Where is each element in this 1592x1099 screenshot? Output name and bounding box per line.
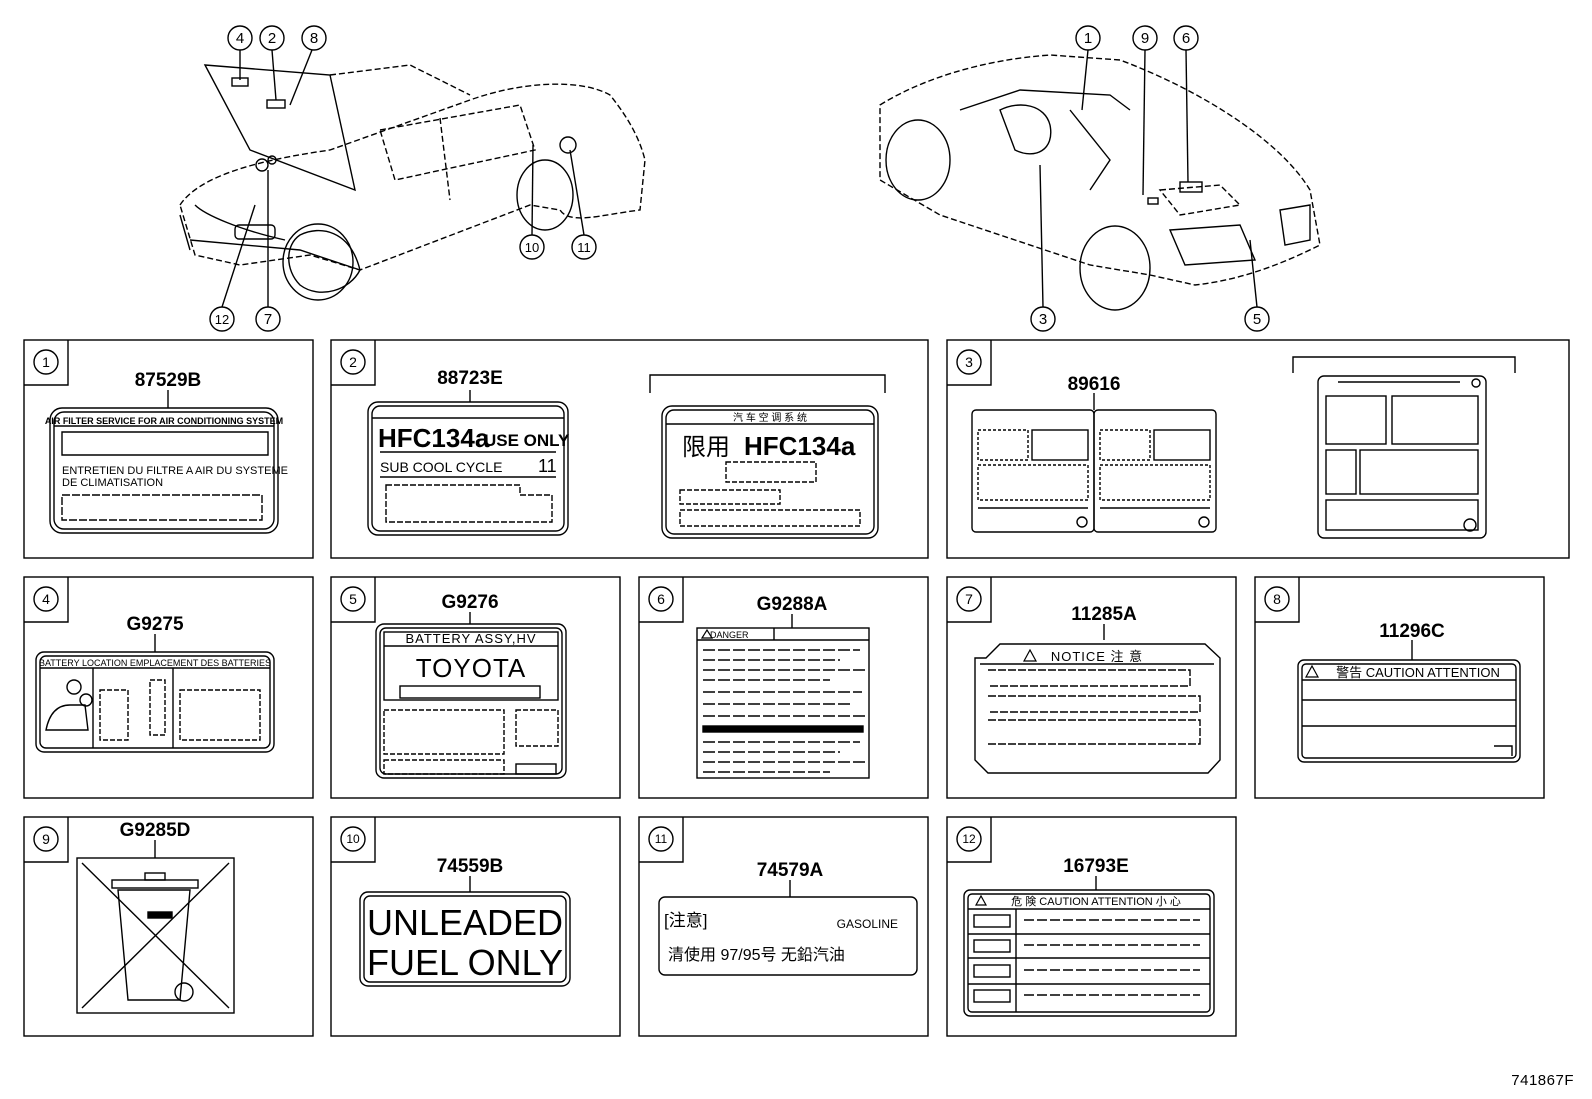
warning-triangle-icon xyxy=(1304,664,1320,678)
callout-7: 7 xyxy=(264,311,272,328)
p2-code: 11 xyxy=(538,456,557,476)
panel-num-7: 7 xyxy=(965,591,973,607)
p6-header: DANGER xyxy=(710,630,749,640)
p10-line1: UNLEADED xyxy=(367,902,563,943)
warning-icons xyxy=(700,628,1320,906)
label-74559B xyxy=(359,876,571,987)
p5-header: BATTERY ASSY,HV xyxy=(405,631,536,646)
label-88723E xyxy=(367,374,886,539)
panel-num-6: 6 xyxy=(657,591,665,607)
label-87529B xyxy=(49,390,279,534)
callout-2: 2 xyxy=(268,30,276,47)
p2-main: HFC134a xyxy=(378,423,490,453)
label-G9275 xyxy=(35,634,275,753)
label-74579A xyxy=(658,880,918,976)
label-G9285D xyxy=(76,840,235,1014)
p11-cn-text: 清使用 97/95号 无鉛汽油 xyxy=(668,946,845,964)
part-74559B: 74559B xyxy=(437,856,504,877)
p5-brand: TOYOTA xyxy=(416,653,527,683)
p2-sub: SUB COOL CYCLE xyxy=(380,459,502,475)
warning-triangle-icon xyxy=(974,894,988,906)
part-numbers: 87529B 88723E 89616 G9275 G9276 G9288A 1… xyxy=(120,368,1445,881)
label-89616 xyxy=(971,356,1516,539)
panel-num-2: 2 xyxy=(349,354,357,370)
p10-line2: FUEL ONLY xyxy=(367,942,563,983)
p4-header: BATTERY LOCATION EMPLACEMENT DES BATTERI… xyxy=(39,658,271,668)
p8-header: 警告 CAUTION ATTENTION xyxy=(1336,665,1500,680)
left-car-illustration xyxy=(179,64,646,301)
right-car-illustration xyxy=(879,54,1321,311)
panel-num-8: 8 xyxy=(1273,591,1281,607)
panel-num-9: 9 xyxy=(42,831,50,847)
part-G9276: G9276 xyxy=(441,592,498,613)
part-G9288A: G9288A xyxy=(757,594,828,615)
label-16793E xyxy=(963,876,1215,1017)
callout-numbers: 4 2 8 12 7 10 11 1 9 6 3 5 xyxy=(215,30,1261,328)
callout-4: 4 xyxy=(236,30,244,47)
part-11296C: 11296C xyxy=(1379,621,1445,642)
callout-6: 6 xyxy=(1182,30,1190,47)
part-16793E: 16793E xyxy=(1063,856,1129,877)
panel-num-4: 4 xyxy=(42,591,50,607)
callout-10: 10 xyxy=(525,240,539,255)
part-89616: 89616 xyxy=(1068,374,1121,395)
label-G9276 xyxy=(375,612,567,779)
callout-1: 1 xyxy=(1084,30,1092,47)
p1-line2: ENTRETIEN DU FILTRE A AIR DU SYSTEME xyxy=(62,465,288,477)
part-G9285D: G9285D xyxy=(120,820,191,841)
panel-frames xyxy=(23,339,1570,1037)
callout-5: 5 xyxy=(1253,311,1261,328)
part-87529B: 87529B xyxy=(135,370,202,391)
p11-gasoline: GASOLINE xyxy=(837,917,898,931)
label-G9288A xyxy=(696,614,870,779)
panel-num-10: 10 xyxy=(346,832,360,846)
part-74579A: 74579A xyxy=(757,860,824,881)
panel-num-1: 1 xyxy=(42,354,50,370)
callout-12: 12 xyxy=(215,312,229,327)
p2-cn-header: 汽 车 空 调 系 统 xyxy=(733,411,807,424)
panel-num-3: 3 xyxy=(965,354,973,370)
p7-header: NOTICE 注 意 xyxy=(1051,649,1143,664)
label-11285A xyxy=(974,624,1221,774)
p11-bracket: [注意] xyxy=(664,911,707,930)
panel-numbers: 1 2 3 4 5 6 7 8 9 10 11 12 xyxy=(42,354,1281,847)
part-G9275: G9275 xyxy=(126,614,183,635)
warning-triangle-icon xyxy=(1022,648,1038,662)
part-88723E: 88723E xyxy=(437,368,503,389)
panel-num-5: 5 xyxy=(349,591,357,607)
part-11285A: 11285A xyxy=(1071,604,1137,625)
p2-use-only: USE ONLY xyxy=(484,431,570,450)
label-11296C xyxy=(1297,640,1521,763)
panel-num-11: 11 xyxy=(655,832,668,846)
p12-header: 危 険 CAUTION ATTENTION 小 心 xyxy=(1011,895,1181,908)
right-car-callouts xyxy=(1030,25,1270,332)
warning-triangle-icon xyxy=(700,628,714,639)
panel-number-tabs xyxy=(24,340,1300,863)
label-texts: AIR FILTER SERVICE FOR AIR CONDITIONING … xyxy=(39,411,1500,983)
p2-cn-hfc: HFC134a xyxy=(744,431,856,461)
left-car-callouts xyxy=(209,25,597,332)
callout-9: 9 xyxy=(1141,30,1149,47)
p2-cn-main: 限用 xyxy=(682,434,730,461)
callout-3: 3 xyxy=(1039,311,1047,328)
p1-line1: AIR FILTER SERVICE FOR AIR CONDITIONING … xyxy=(45,416,283,426)
panel-num-12: 12 xyxy=(962,832,976,846)
diagram-reference: 741867F xyxy=(1511,1072,1574,1089)
p1-line3: DE CLIMATISATION xyxy=(62,477,163,489)
callout-8: 8 xyxy=(310,30,318,47)
callout-11: 11 xyxy=(577,240,591,255)
